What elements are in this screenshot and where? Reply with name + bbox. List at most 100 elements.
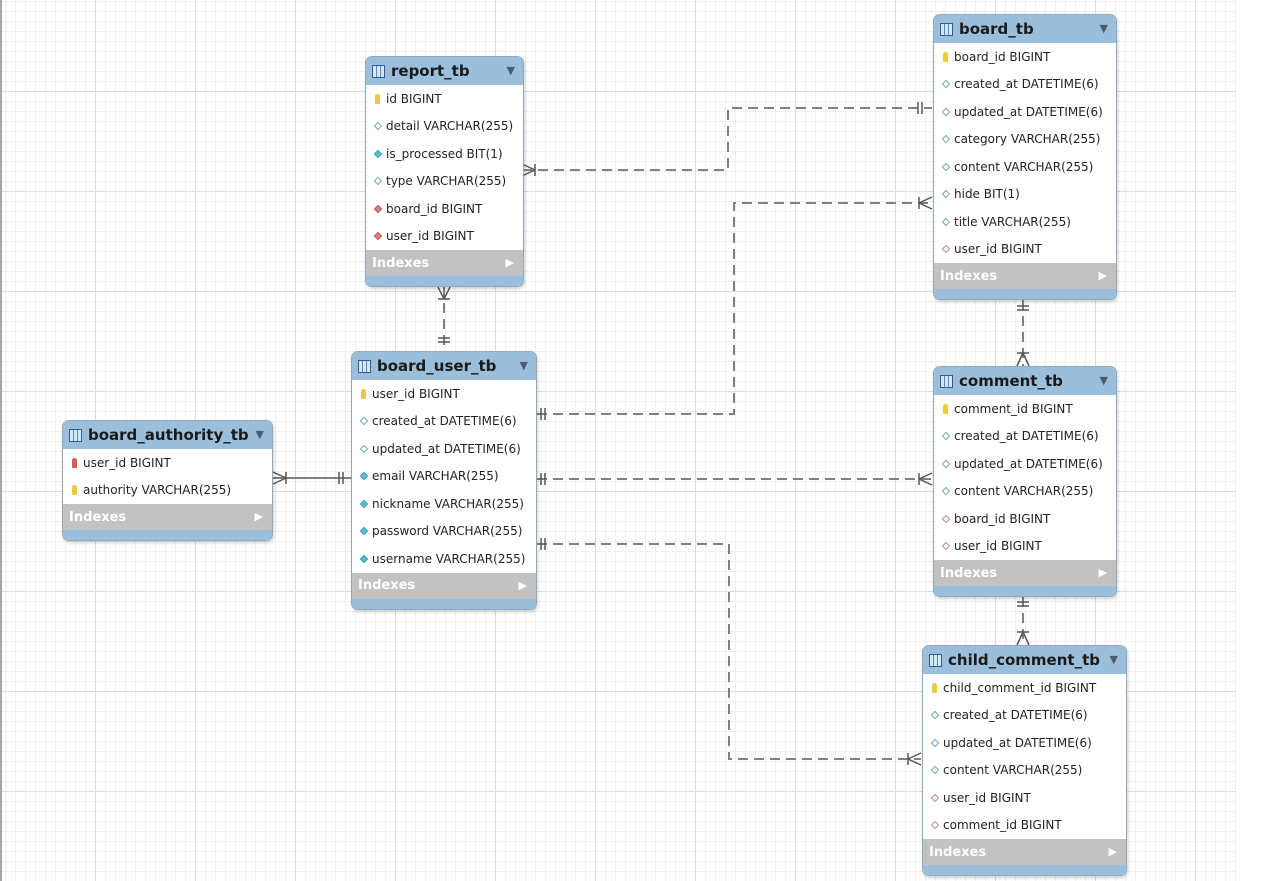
column-label: created_at DATETIME(6) bbox=[954, 429, 1099, 444]
collapse-arrow-icon[interactable]: ▼ bbox=[1109, 653, 1118, 666]
table-child-comment-tb[interactable]: child_comment_tb ▼ child_comment_id BIGI… bbox=[922, 645, 1127, 876]
column-label: email VARCHAR(255) bbox=[372, 469, 499, 484]
table-header[interactable]: comment_tb ▼ bbox=[934, 367, 1116, 395]
column-label: password VARCHAR(255) bbox=[372, 524, 523, 539]
column-row[interactable]: updated_at DATETIME(6) bbox=[352, 435, 536, 463]
column-label: comment_id BIGINT bbox=[954, 401, 1073, 416]
expand-arrow-icon[interactable]: ▶ bbox=[518, 578, 527, 592]
table-title: report_tb bbox=[391, 62, 470, 80]
table-icon bbox=[372, 64, 385, 78]
relationship-report-board-user-ends bbox=[437, 286, 451, 343]
table-comment-tb[interactable]: comment_tb ▼ comment_id BIGINT created_at… bbox=[933, 366, 1117, 597]
indexes-section[interactable]: Indexes ▶ bbox=[63, 504, 272, 530]
column-row[interactable]: user_id BIGINT bbox=[934, 533, 1116, 561]
expand-arrow-icon[interactable]: ▶ bbox=[505, 256, 514, 269]
canvas-left-border bbox=[0, 0, 2, 881]
column-row[interactable]: user_id BIGINT bbox=[934, 236, 1116, 264]
column-row[interactable]: content VARCHAR(255) bbox=[934, 478, 1116, 506]
table-icon bbox=[358, 359, 371, 373]
column-row[interactable]: nickname VARCHAR(255) bbox=[352, 490, 536, 518]
table-footer bbox=[63, 530, 272, 540]
column-row[interactable]: board_id BIGINT bbox=[934, 43, 1116, 71]
column-row[interactable]: is_processed BIT(1) bbox=[366, 140, 523, 168]
column-label: child_comment_id BIGINT bbox=[943, 680, 1097, 695]
indexes-section[interactable]: Indexes ▶ bbox=[352, 572, 536, 599]
column-label: username VARCHAR(255) bbox=[372, 551, 526, 566]
column-row[interactable]: board_id BIGINT bbox=[366, 195, 523, 223]
column-row[interactable]: board_id BIGINT bbox=[934, 505, 1116, 533]
column-row[interactable]: user_id BIGINT bbox=[352, 380, 536, 408]
column-row[interactable]: id BIGINT bbox=[366, 85, 523, 113]
collapse-arrow-icon[interactable]: ▼ bbox=[1099, 22, 1108, 35]
table-board-authority-tb[interactable]: board_authority_tb ▼ user_id BIGINT autho… bbox=[62, 420, 273, 541]
column-label: title VARCHAR(255) bbox=[954, 214, 1071, 229]
collapse-arrow-icon[interactable]: ▼ bbox=[519, 359, 528, 372]
table-header[interactable]: board_authority_tb ▼ bbox=[63, 421, 272, 449]
indexes-label: Indexes bbox=[940, 268, 998, 284]
relationship-report-board[interactable] bbox=[522, 107, 932, 171]
column-label: user_id BIGINT bbox=[943, 790, 1031, 805]
column-row[interactable]: detail VARCHAR(255) bbox=[366, 113, 523, 141]
expand-arrow-icon[interactable]: ▶ bbox=[1098, 269, 1107, 282]
table-header[interactable]: child_comment_tb ▼ bbox=[923, 646, 1126, 674]
column-row[interactable]: type VARCHAR(255) bbox=[366, 168, 523, 196]
foreign-key-icon bbox=[940, 244, 951, 255]
collapse-arrow-icon[interactable]: ▼ bbox=[255, 428, 264, 441]
expand-arrow-icon[interactable]: ▶ bbox=[254, 510, 263, 523]
column-row[interactable]: created_at DATETIME(6) bbox=[934, 423, 1116, 451]
column-label: is_processed BIT(1) bbox=[386, 146, 503, 161]
table-title: board_user_tb bbox=[377, 357, 497, 375]
column-row[interactable]: comment_id BIGINT bbox=[934, 395, 1116, 423]
table-title: board_tb bbox=[959, 20, 1034, 38]
column-row[interactable]: content VARCHAR(255) bbox=[934, 153, 1116, 181]
table-header[interactable]: board_tb ▼ bbox=[934, 15, 1116, 43]
table-footer bbox=[923, 865, 1126, 875]
column-row[interactable]: user_id BIGINT bbox=[63, 449, 272, 477]
column-label: authority VARCHAR(255) bbox=[83, 483, 232, 498]
table-footer bbox=[366, 276, 523, 286]
indexes-section[interactable]: Indexes ▶ bbox=[923, 839, 1126, 865]
indexes-section[interactable]: Indexes ▶ bbox=[934, 263, 1116, 289]
collapse-arrow-icon[interactable]: ▼ bbox=[1099, 374, 1108, 387]
column-label: user_id BIGINT bbox=[386, 229, 474, 244]
column-row[interactable]: updated_at DATETIME(6) bbox=[934, 450, 1116, 478]
column-row[interactable]: created_at DATETIME(6) bbox=[923, 702, 1126, 730]
expand-arrow-icon[interactable]: ▶ bbox=[1098, 566, 1107, 579]
relationship-board-user-child-comment[interactable] bbox=[537, 543, 921, 760]
column-row[interactable]: authority VARCHAR(255) bbox=[63, 477, 272, 505]
column-row[interactable]: user_id BIGINT bbox=[923, 784, 1126, 812]
column-row[interactable]: title VARCHAR(255) bbox=[934, 208, 1116, 236]
column-row[interactable]: password VARCHAR(255) bbox=[352, 518, 536, 546]
table-header[interactable]: report_tb ▼ bbox=[366, 57, 523, 85]
column-row[interactable]: content VARCHAR(255) bbox=[923, 757, 1126, 785]
column-row[interactable]: email VARCHAR(255) bbox=[352, 463, 536, 491]
column-row[interactable]: child_comment_id BIGINT bbox=[923, 674, 1126, 702]
not-null-column-icon bbox=[358, 526, 369, 537]
table-header[interactable]: board_user_tb ▼ bbox=[352, 352, 536, 380]
column-row[interactable]: created_at DATETIME(6) bbox=[934, 71, 1116, 99]
column-label: type VARCHAR(255) bbox=[386, 174, 507, 189]
indexes-section[interactable]: Indexes ▶ bbox=[366, 250, 523, 276]
column-row[interactable]: created_at DATETIME(6) bbox=[352, 408, 536, 436]
column-row[interactable]: comment_id BIGINT bbox=[923, 812, 1126, 840]
table-footer bbox=[934, 289, 1116, 299]
relationship-board-user-board[interactable] bbox=[537, 202, 932, 415]
column-row[interactable]: updated_at DATETIME(6) bbox=[923, 729, 1126, 757]
expand-arrow-icon[interactable]: ▶ bbox=[1108, 845, 1117, 858]
column-label: content VARCHAR(255) bbox=[954, 484, 1094, 499]
column-row[interactable]: category VARCHAR(255) bbox=[934, 126, 1116, 154]
collapse-arrow-icon[interactable]: ▼ bbox=[506, 64, 515, 77]
primary-key-icon bbox=[929, 682, 940, 693]
column-row[interactable]: hide BIT(1) bbox=[934, 181, 1116, 209]
column-row[interactable]: username VARCHAR(255) bbox=[352, 545, 536, 573]
column-icon bbox=[940, 216, 951, 227]
relationship-board-comment-ends bbox=[1016, 305, 1030, 367]
column-row[interactable]: user_id BIGINT bbox=[366, 223, 523, 251]
table-icon bbox=[929, 653, 942, 667]
column-icon bbox=[940, 79, 951, 90]
indexes-section[interactable]: Indexes ▶ bbox=[934, 560, 1116, 586]
column-row[interactable]: updated_at DATETIME(6) bbox=[934, 98, 1116, 126]
